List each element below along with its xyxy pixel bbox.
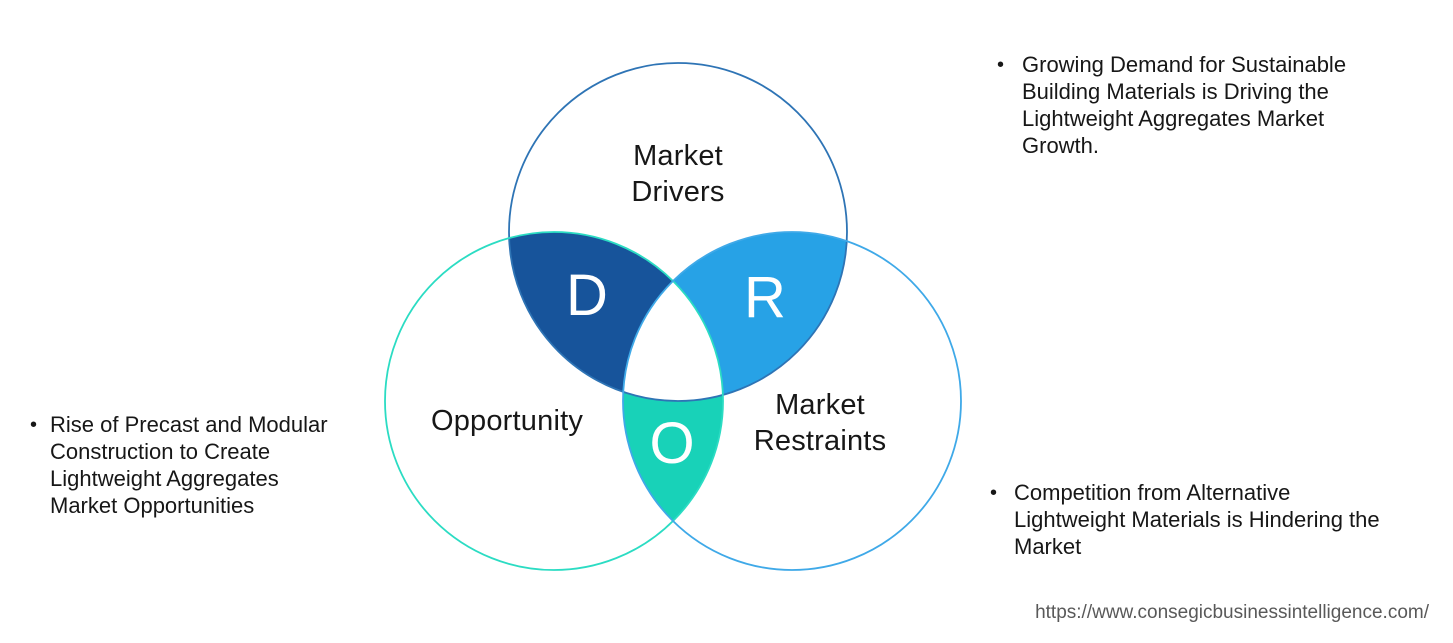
opportunity-bullet-item: • Rise of Precast and Modular Constructi… — [30, 411, 395, 519]
opportunity-circle-label: Opportunity — [430, 405, 584, 437]
opportunity-circle-outline — [384, 231, 724, 571]
driver-bullet-text: Growing Demand for Sustainable Building … — [1022, 52, 1347, 158]
driver-bullet-item: • Growing Demand for Sustainable Buildin… — [997, 51, 1432, 159]
opportunity-bullet-text: Rise of Precast and Modular Construction… — [50, 412, 328, 518]
drivers-opportunity-lens — [509, 232, 723, 401]
source-url-link[interactable]: https://www.consegicbusinessintelligence… — [1035, 602, 1429, 623]
bullet-icon: • — [997, 54, 1005, 76]
restraints-circle-label: Market Restraints — [753, 389, 887, 457]
drivers-circle-label: Market Drivers — [631, 140, 725, 208]
o-region-letter: O — [649, 411, 695, 476]
drivers-restraints-lens — [623, 232, 847, 401]
drivers-circle-outline — [508, 62, 848, 402]
r-region-letter: R — [744, 265, 786, 330]
bullet-icon: • — [30, 414, 38, 436]
restraint-bullet-text: Competition from Alternative Lightweight… — [1014, 480, 1380, 559]
d-region-letter: D — [566, 263, 608, 328]
restraints-circle-outline — [622, 231, 962, 571]
bullet-icon: • — [990, 482, 998, 504]
restraint-bullet-item: • Competition from Alternative Lightweig… — [990, 479, 1450, 560]
